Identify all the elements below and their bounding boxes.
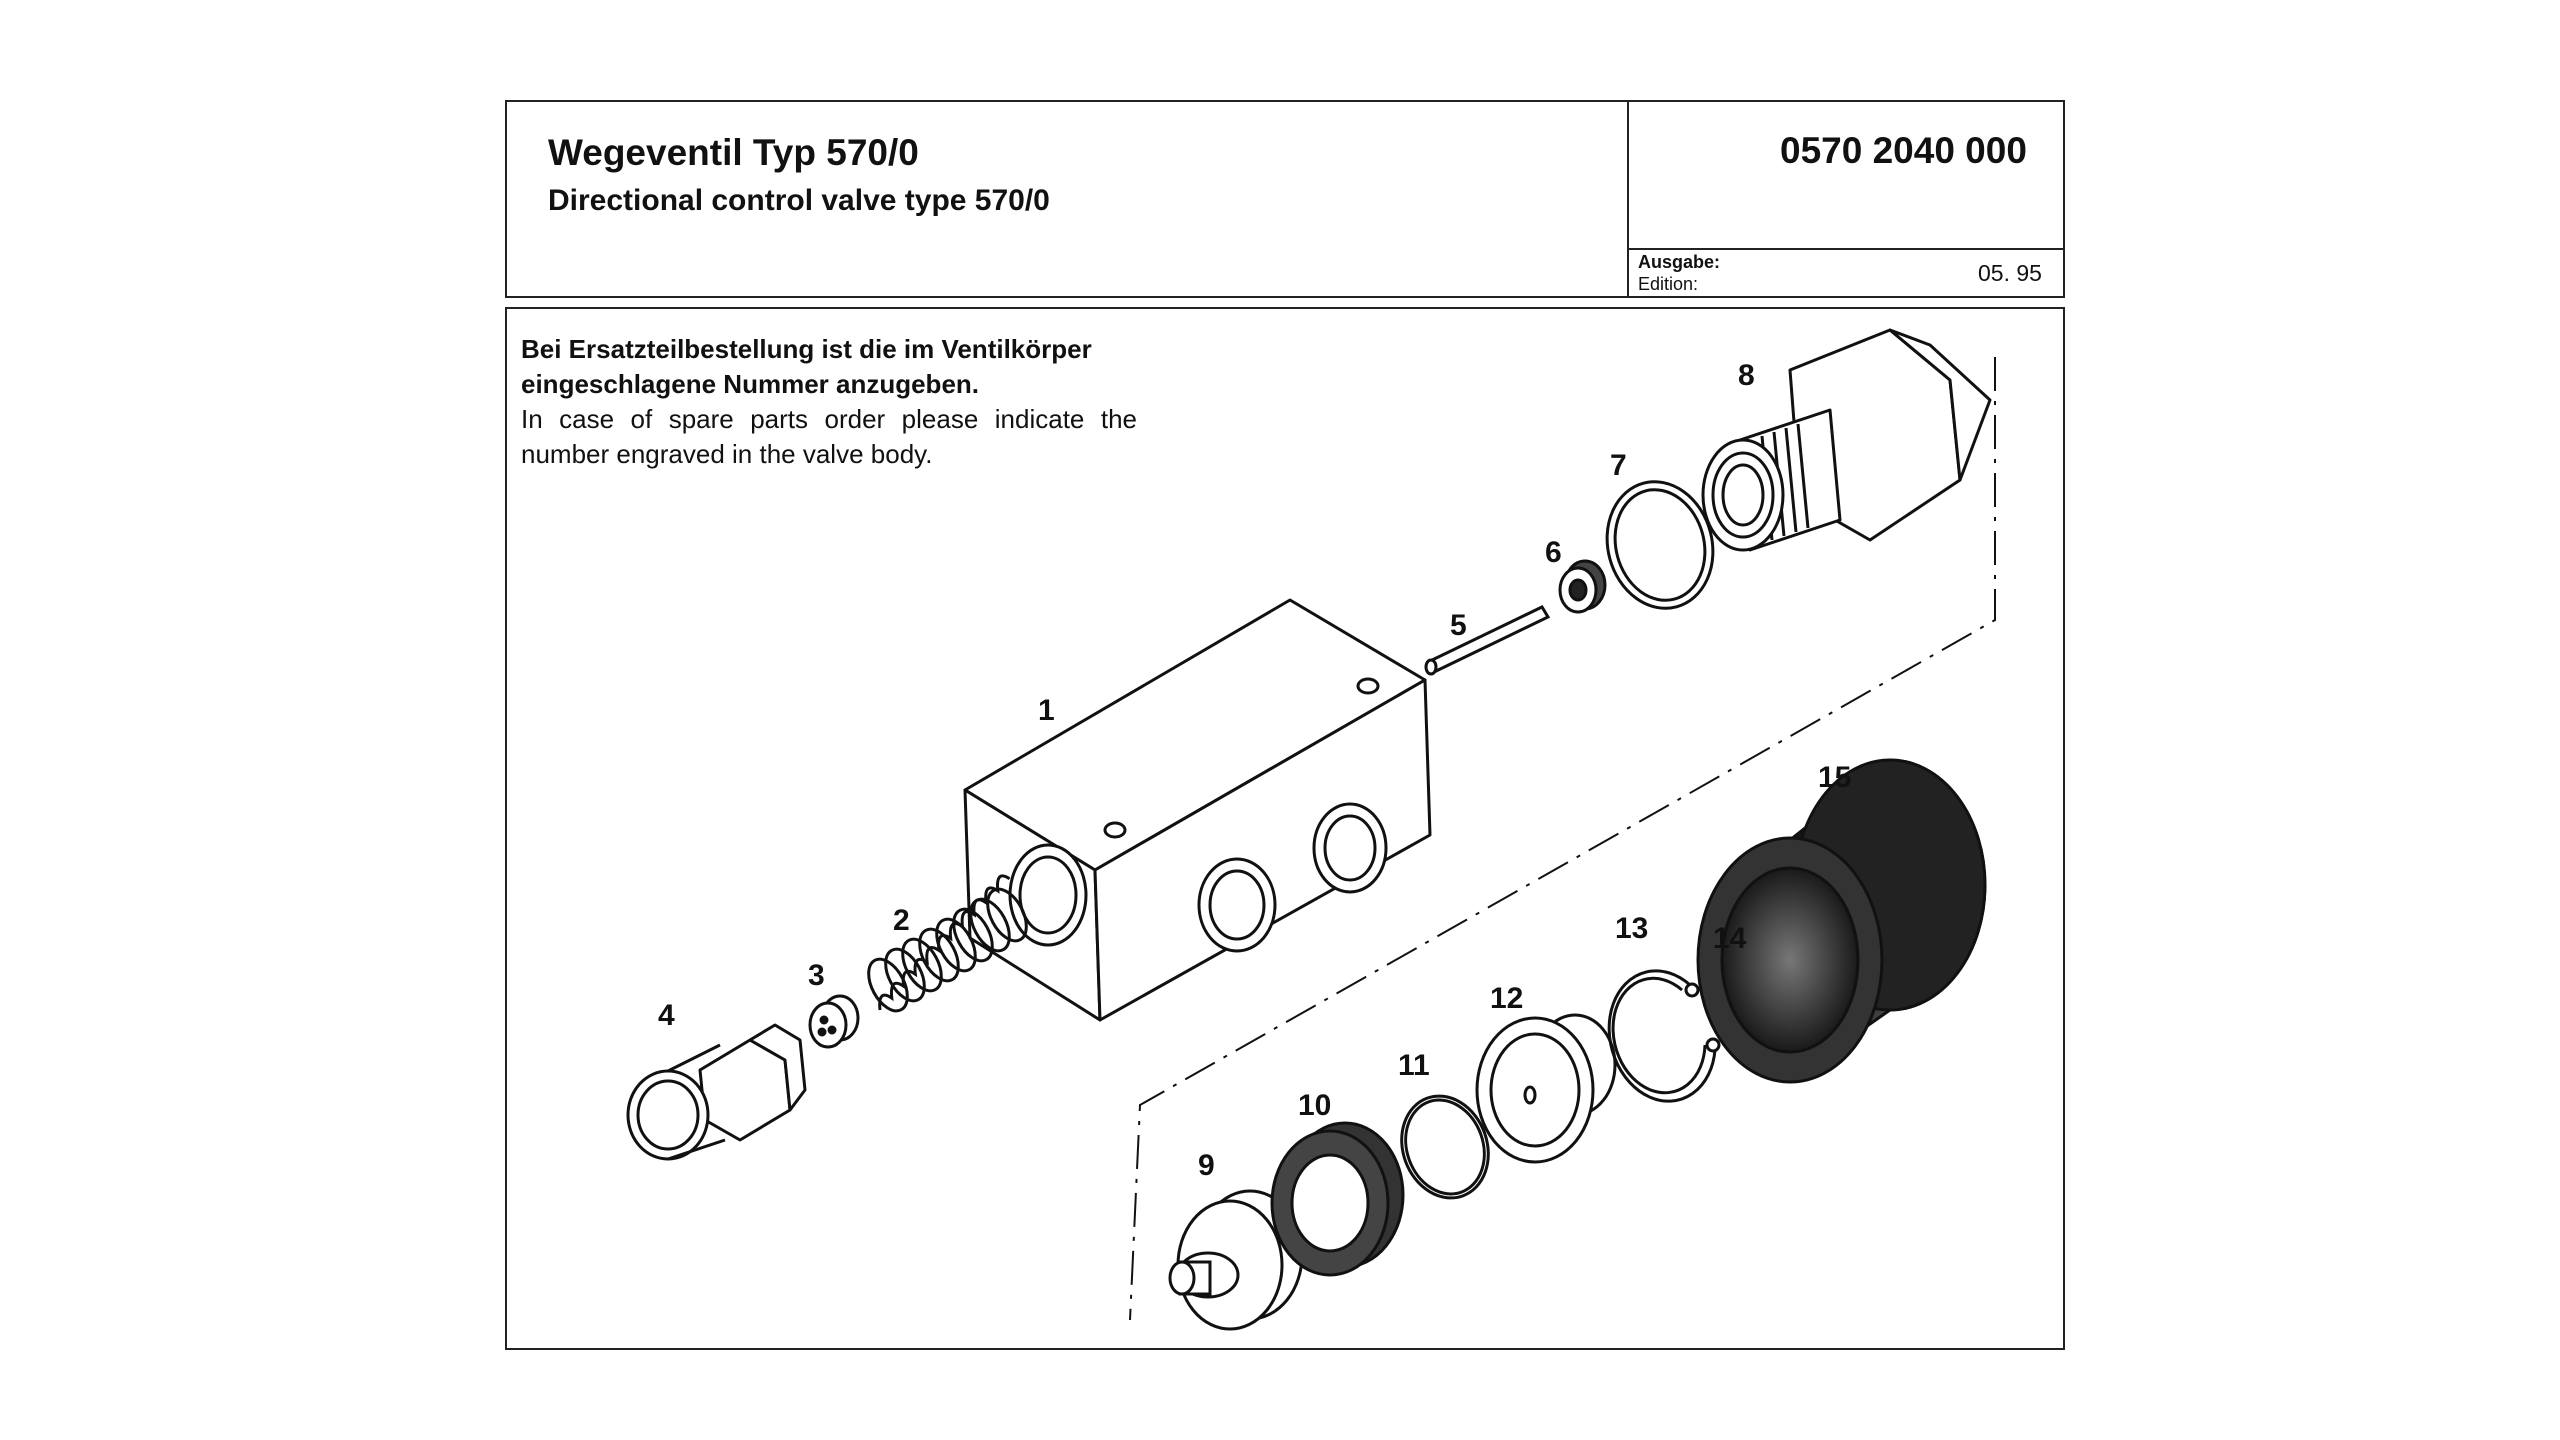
bushing-part [1558,559,1607,614]
edition-label-english: Edition: [1638,274,1699,294]
callout-3: 3 [808,959,825,992]
hex-connector-part [1701,328,1992,552]
edition-label-german: Ausgabe: [1638,252,1721,272]
edition-value: 05. 95 [1978,260,2042,286]
ordering-note: Bei Ersatzteilbestellung ist die im Vent… [521,332,1137,472]
note-german-line-2: eingeschlagene Nummer anzugeben. [521,369,980,399]
note-english-line-1: In case of spare parts order please indi… [521,404,1137,434]
callout-labels: 1 2 3 4 5 6 7 8 9 10 11 12 13 14 15 [658,359,1851,1182]
valve-body-part [963,598,1432,1022]
callout-4: 4 [658,999,675,1032]
header-frame [505,100,2065,298]
callout-8: 8 [1738,359,1755,392]
callout-9: 9 [1198,1149,1215,1182]
callout-5: 5 [1450,609,1467,642]
nut-part [808,994,860,1049]
callout-10: 10 [1298,1089,1331,1122]
callout-13: 13 [1615,912,1648,945]
pin-part [1424,605,1551,676]
note-english-line-2: number engraved in the valve body. [521,439,933,469]
retaining-ring-part [1607,969,1721,1103]
part-number: 0570 2040 000 [1780,130,2027,171]
o-ring-large-part [1605,480,1715,610]
note-german-line-1: Bei Ersatzteilbestellung ist die im Vent… [521,334,1092,364]
spring-part [867,874,1028,1013]
callout-6: 6 [1545,536,1562,569]
header-divider [1627,100,1629,298]
callout-2: 2 [893,904,910,937]
o-ring-small-part [1400,1094,1490,1200]
callout-7: 7 [1610,449,1627,482]
assembly-outline [1129,357,1996,1321]
fitting-part [626,1023,807,1161]
callout-11: 11 [1398,1049,1430,1082]
title-english: Directional control valve type 570/0 [548,184,1050,217]
seal-part [1270,1121,1405,1277]
callout-15: 15 [1818,761,1851,794]
edition-divider [1627,248,2065,250]
callout-12: 12 [1490,982,1523,1015]
title-german: Wegeventil Typ 570/0 [548,132,919,173]
drawing-frame [505,307,2065,1350]
callout-14: 14 [1713,922,1747,955]
sleeve-part [1696,758,1987,1084]
callout-1: 1 [1038,694,1055,727]
piston-part [1475,1013,1617,1164]
